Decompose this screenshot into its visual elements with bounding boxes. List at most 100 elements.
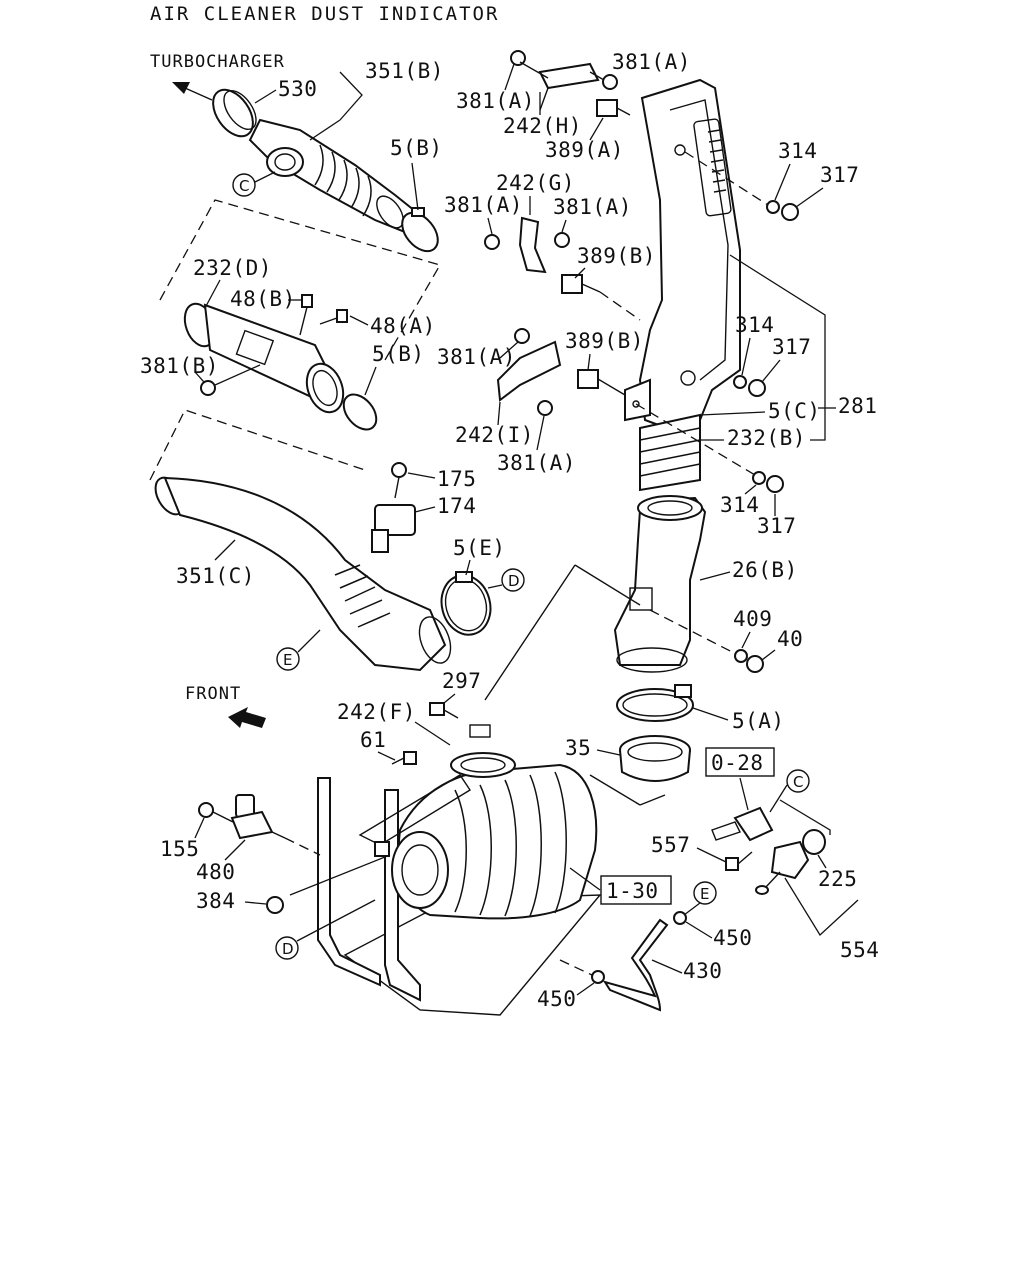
nut-381b [200,380,216,396]
clamp-5a [616,684,694,722]
callout-5c: 5(C) [768,399,821,423]
nut-381a-2 [602,74,618,90]
callout-242g: 242(G) [496,171,575,195]
callout-61: 61 [360,728,386,752]
callout-48a: 48(A) [370,314,436,338]
washer-314-2 [733,375,747,389]
callout-155: 155 [160,837,199,861]
hose-351b [212,88,422,234]
reference-box-1-30[interactable]: 1-30 [600,875,672,905]
callout-297: 297 [442,669,481,693]
callout-5e: 5(E) [453,536,506,560]
o-ring-225 [802,829,826,855]
callout-232b: 232(B) [727,426,806,450]
svg-text:0-28: 0-28 [711,751,764,775]
pipe-232d [183,302,345,414]
washer-314-3 [752,471,766,485]
bolt-61 [391,751,417,765]
bracket-242i [496,340,562,402]
callout-351b: 351(B) [365,59,444,83]
diagram-title: AIR CLEANER DUST INDICATOR [150,3,499,25]
circle-ref-d-bottom: D [275,936,299,960]
callout-389b-2: 389(B) [565,329,644,353]
callout-381a-3: 381(A) [444,193,523,217]
svg-text:C: C [793,773,803,791]
svg-text:D: D [282,940,294,958]
sensor-174 [371,504,416,553]
circle-ref-d-hose: D [501,568,525,592]
callout-384: 384 [196,889,235,913]
svg-text:C: C [239,177,249,195]
nut-381a-3 [484,234,500,250]
callout-381a-2: 381(A) [456,89,535,113]
callout-530: 530 [278,77,317,101]
screw-175 [391,462,407,499]
bracket-242g [518,216,547,274]
clip-450-upper [673,911,687,925]
svg-text:E: E [283,651,292,669]
dust-indicator-480 [230,794,286,840]
front-label: FRONT [185,684,241,704]
clamp-5e [440,571,492,636]
callout-26b: 26(B) [732,558,798,582]
reference-box-0-28[interactable]: 0-28 [705,747,775,777]
front-arrow-icon [228,707,266,728]
turbocharger-arrow-icon [172,82,213,101]
callout-317-2: 317 [772,335,811,359]
callout-430: 430 [683,959,722,983]
bolt-557 [725,851,753,871]
nut-381a-6 [537,400,553,416]
nut-384 [266,896,284,914]
svg-text:E: E [700,885,709,903]
circle-ref-e-hose: E [276,647,300,671]
callout-5b-mid: 5(B) [372,342,425,366]
clip-450-lower [591,970,605,984]
callout-242i: 242(I) [455,423,534,447]
callout-381a-4: 381(A) [553,195,632,219]
callout-242h: 242(H) [503,114,582,138]
mount-389b-1 [561,274,601,294]
callout-389b-1: 389(B) [577,244,656,268]
clamp-5b-mid [342,393,378,431]
circle-ref-c-top: C [232,173,256,197]
callout-450-2: 450 [537,987,576,1011]
mount-389a [596,99,631,117]
callout-174: 174 [437,494,476,518]
svg-text:1-30: 1-30 [606,879,659,903]
nut-381a-5 [514,328,530,344]
bolt-48b [299,294,313,336]
callout-557: 557 [651,833,690,857]
air-cleaner-assembly [317,724,602,1016]
callout-225: 225 [818,867,857,891]
callout-281: 281 [838,394,877,418]
callout-480: 480 [196,860,235,884]
callout-381b: 381(B) [140,354,219,378]
hose-351c [154,476,452,672]
nut-381a-1 [510,50,526,66]
duct-232b [639,413,701,492]
nut-381a-4 [554,232,570,248]
callout-381a-1: 381(A) [612,50,691,74]
circle-ref-c-right: C [786,769,810,793]
nut-40 [746,655,764,673]
callout-409: 409 [733,607,772,631]
callout-389a: 389(A) [545,138,624,162]
mount-389b-2 [577,369,626,396]
indicator-554 [755,840,810,895]
callout-450-1: 450 [713,926,752,950]
nut-317-1 [781,203,799,221]
svg-text:D: D [508,572,520,590]
nut-317-2 [748,379,766,397]
callout-314-1: 314 [778,139,817,163]
callout-314-3: 314 [720,493,759,517]
washer-409 [734,649,748,663]
callout-232d: 232(D) [193,256,272,280]
callout-175: 175 [437,467,476,491]
callout-381a-6: 381(A) [497,451,576,475]
callout-317-1: 317 [820,163,859,187]
circle-ref-e-pipe: E [693,881,717,905]
bolt-48a [319,309,348,325]
bolt-155 [198,802,234,823]
callout-554: 554 [840,938,879,962]
